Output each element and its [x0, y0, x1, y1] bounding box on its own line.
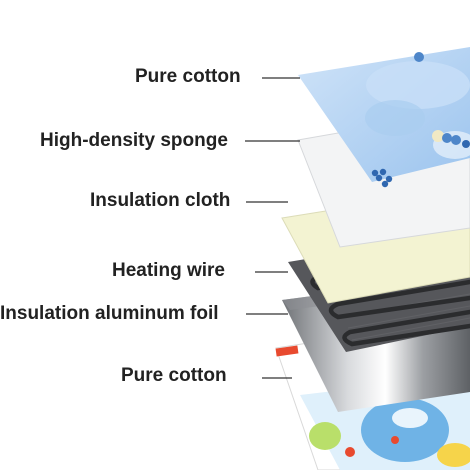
layer-label-pure-cotton-top: Pure cotton	[135, 66, 241, 87]
layer-label-insulation-aluminum-foil: Insulation aluminum foil	[0, 303, 219, 324]
layer-label-heating-wire: Heating wire	[112, 260, 225, 281]
layer-label-insulation-cloth: Insulation cloth	[90, 190, 231, 211]
leader-lines	[245, 77, 300, 379]
layer-label-pure-cotton-bottom: Pure cotton	[121, 365, 227, 386]
sponge-pattern-dots	[371, 168, 393, 188]
layer-pure-cotton-top	[298, 47, 470, 182]
layer-label-high-density-sponge: High-density sponge	[40, 130, 228, 151]
